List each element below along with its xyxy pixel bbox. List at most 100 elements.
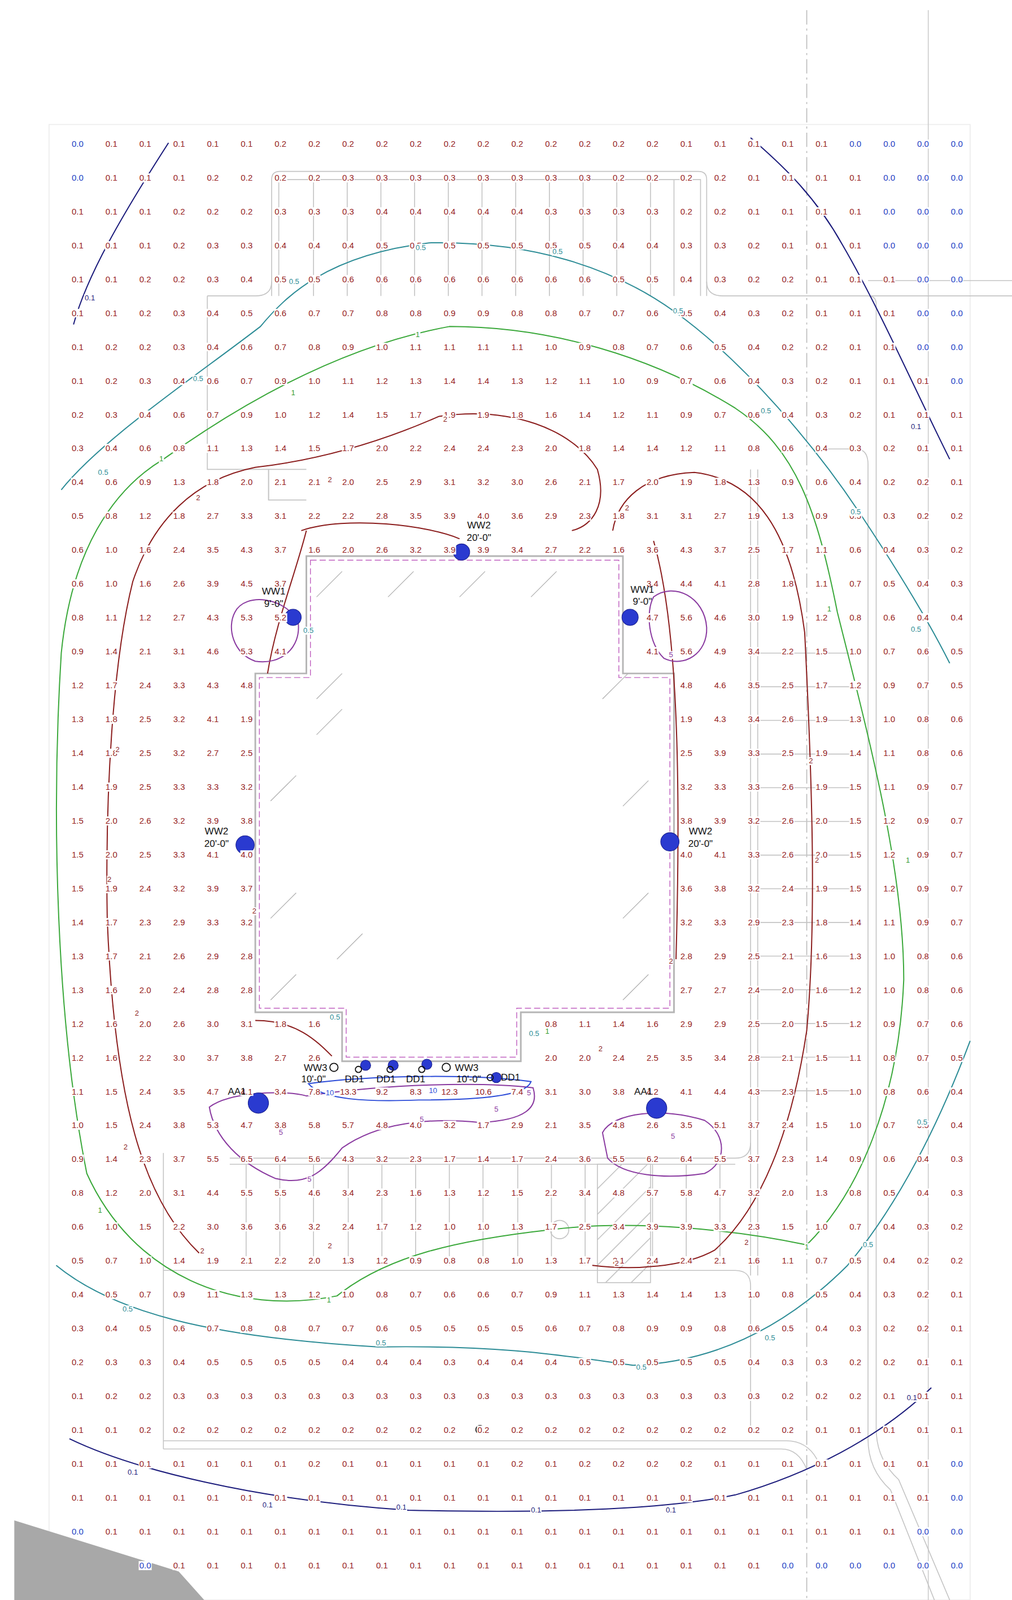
illuminance-value: 1.1 bbox=[578, 1019, 592, 1029]
illuminance-value: 2.5 bbox=[578, 1222, 592, 1232]
illuminance-value: 12.3 bbox=[440, 1087, 458, 1097]
illuminance-value: 0.6 bbox=[71, 545, 85, 555]
illuminance-value: 0.1 bbox=[71, 1425, 85, 1435]
illuminance-value: 4.3 bbox=[240, 545, 253, 555]
illuminance-value: 3.9 bbox=[713, 816, 727, 826]
illuminance-value: 0.7 bbox=[409, 1290, 423, 1300]
illuminance-value: 1.0 bbox=[375, 342, 389, 352]
illuminance-value: 0.3 bbox=[882, 1290, 896, 1300]
illuminance-value: 4.8 bbox=[612, 1121, 626, 1131]
contour-label: 2 bbox=[195, 494, 201, 503]
illuminance-value: 3.5 bbox=[409, 511, 423, 521]
illuminance-value: 2.4 bbox=[544, 1155, 558, 1165]
illuminance-value: 4.0 bbox=[240, 850, 253, 860]
illuminance-value: 0.9 bbox=[71, 1155, 85, 1165]
illuminance-value: 3.8 bbox=[240, 816, 253, 826]
illuminance-value: 0.6 bbox=[375, 1324, 389, 1334]
illuminance-value: 1.3 bbox=[172, 478, 186, 488]
illuminance-value: 0.3 bbox=[950, 1188, 964, 1198]
illuminance-value: 0.2 bbox=[612, 1459, 626, 1469]
illuminance-value: 0.2 bbox=[578, 139, 592, 149]
illuminance-value: 1.6 bbox=[646, 1019, 660, 1029]
contour-label: 0.5 bbox=[672, 307, 684, 316]
illuminance-value: 0.1 bbox=[646, 1527, 660, 1537]
contour-label: 1 bbox=[97, 1206, 103, 1215]
illuminance-value: 1.5 bbox=[814, 647, 828, 657]
contour-label: 1 bbox=[158, 455, 164, 464]
illuminance-value: 5.5 bbox=[273, 1188, 287, 1198]
illuminance-value: 0.8 bbox=[916, 986, 930, 996]
illuminance-value: 0.0 bbox=[950, 1493, 964, 1503]
illuminance-value: 0.6 bbox=[916, 647, 930, 657]
illuminance-value: 0.1 bbox=[848, 308, 862, 318]
illuminance-value: 0.0 bbox=[916, 139, 930, 149]
illuminance-value: 1.8 bbox=[273, 1019, 287, 1029]
illuminance-value: 0.3 bbox=[443, 173, 457, 183]
illuminance-value: 0.2 bbox=[916, 1290, 930, 1300]
illuminance-value: 0.2 bbox=[105, 342, 119, 352]
illuminance-value: 1.5 bbox=[781, 1222, 795, 1232]
illuminance-value: 0.1 bbox=[814, 308, 828, 318]
illuminance-value: 2.8 bbox=[375, 511, 389, 521]
illuminance-value: 0.1 bbox=[916, 444, 930, 454]
illuminance-value: 1.0 bbox=[138, 1256, 152, 1266]
illuminance-value: 5.5 bbox=[240, 1188, 253, 1198]
illuminance-value: 3.9 bbox=[443, 545, 457, 555]
illuminance-value: 1.4 bbox=[814, 1155, 828, 1165]
illuminance-value: 3.4 bbox=[612, 1222, 626, 1232]
illuminance-value: 3.9 bbox=[206, 884, 220, 894]
contour-label: 0.5 bbox=[849, 508, 862, 517]
illuminance-value: 0.3 bbox=[781, 1358, 795, 1368]
illuminance-value: 1.0 bbox=[848, 1087, 862, 1097]
illuminance-value: 3.5 bbox=[578, 1121, 592, 1131]
illuminance-value: 3.4 bbox=[747, 647, 761, 657]
illuminance-value: 0.4 bbox=[510, 1358, 524, 1368]
illuminance-value: 0.8 bbox=[273, 1324, 287, 1334]
illuminance-value: 0.5 bbox=[206, 1358, 220, 1368]
illuminance-value: 1.0 bbox=[747, 1290, 761, 1300]
illuminance-value: 0.0 bbox=[882, 173, 896, 183]
illuminance-value: 1.4 bbox=[71, 782, 85, 792]
illuminance-value: 0.8 bbox=[409, 308, 423, 318]
illuminance-value: 2.0 bbox=[341, 545, 355, 555]
illuminance-value: 3.9 bbox=[646, 1222, 660, 1232]
illuminance-value: 1.2 bbox=[848, 986, 862, 996]
illuminance-value: 0.0 bbox=[950, 1527, 964, 1537]
illuminance-value: 0.6 bbox=[950, 714, 964, 724]
illuminance-value: 0.6 bbox=[679, 342, 693, 352]
illuminance-value: 0.1 bbox=[341, 1561, 355, 1571]
illuminance-value: 0.1 bbox=[781, 1527, 795, 1537]
illuminance-value: 0.1 bbox=[916, 1392, 930, 1402]
illuminance-value: 3.1 bbox=[172, 1188, 186, 1198]
luminaire-symbol bbox=[329, 1063, 338, 1072]
illuminance-value: 0.1 bbox=[206, 1493, 220, 1503]
illuminance-value: 0.9 bbox=[679, 410, 693, 420]
illuminance-value: 3.1 bbox=[679, 511, 693, 521]
illuminance-value: 0.1 bbox=[747, 207, 761, 217]
illuminance-value: 0.0 bbox=[950, 376, 964, 386]
illuminance-value: 0.8 bbox=[916, 748, 930, 758]
contour-label: 2 bbox=[624, 504, 630, 513]
illuminance-value: 0.2 bbox=[882, 444, 896, 454]
illuminance-value: 2.6 bbox=[172, 952, 186, 962]
illuminance-value: 3.3 bbox=[206, 782, 220, 792]
illuminance-value: 0.1 bbox=[747, 173, 761, 183]
illuminance-value: 0.1 bbox=[477, 1493, 491, 1503]
contour-label: 2 bbox=[598, 1045, 604, 1054]
illuminance-value: 0.5 bbox=[138, 1324, 152, 1334]
illuminance-value: 0.3 bbox=[510, 1392, 524, 1402]
illuminance-value: 0.5 bbox=[713, 342, 727, 352]
illuminance-value: 1.1 bbox=[206, 444, 220, 454]
illuminance-value: 2.1 bbox=[138, 647, 152, 657]
illuminance-value: 0.0 bbox=[916, 1561, 930, 1571]
illuminance-value: 1.4 bbox=[612, 444, 626, 454]
illuminance-value: 1.2 bbox=[409, 1222, 423, 1232]
building-hatch bbox=[270, 571, 649, 1001]
illuminance-value: 1.3 bbox=[273, 1290, 287, 1300]
illuminance-value: 2.4 bbox=[646, 1256, 660, 1266]
illuminance-value: 4.6 bbox=[713, 613, 727, 623]
illuminance-value: 0.7 bbox=[105, 1256, 119, 1266]
illuminance-value: 0.5 bbox=[240, 308, 253, 318]
illuminance-value: 0.1 bbox=[409, 1493, 423, 1503]
illuminance-value: 0.2 bbox=[646, 173, 660, 183]
